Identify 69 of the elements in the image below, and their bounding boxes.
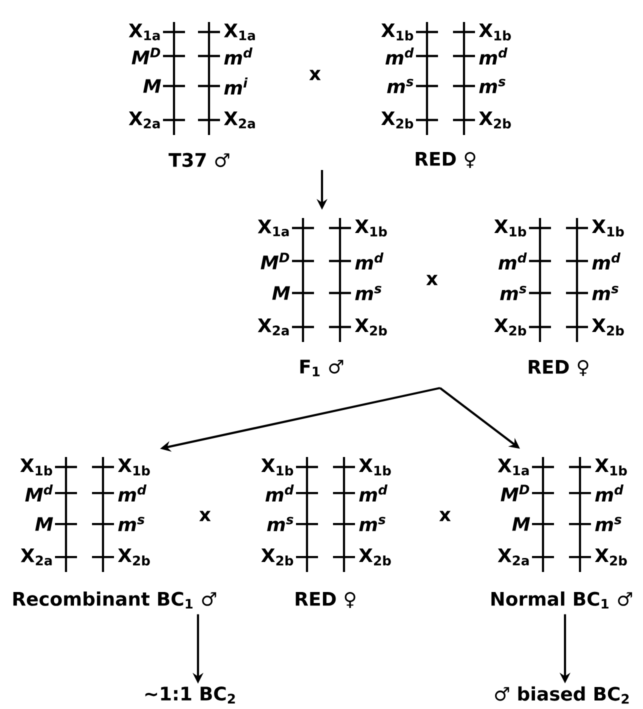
- cross-symbol: x: [439, 510, 451, 522]
- allele-label: m$^{s}$: [479, 78, 506, 94]
- allele-label: X$_{1a}$: [224, 24, 255, 40]
- genotype-caption: RED ♀: [416, 152, 476, 168]
- allele-label: m$^{i}$: [224, 78, 248, 94]
- allele-label: X$_{2a}$: [224, 112, 255, 128]
- allele-label: m$^{s}$: [595, 516, 622, 532]
- genotype-caption: RED ♀: [296, 592, 356, 608]
- allele-label: X$_{2b}$: [381, 111, 414, 129]
- allele-label: m$^{d}$: [592, 252, 621, 270]
- allele-label: X$_{1a}$: [498, 458, 529, 476]
- allele-label: X$_{2a}$: [258, 318, 289, 336]
- allele-label: m$^{d}$: [479, 48, 508, 64]
- cross-symbol: x: [426, 274, 438, 286]
- allele-label: X$_{1b}$: [594, 458, 627, 476]
- allele-label: X$_{1b}$: [381, 23, 414, 41]
- allele-label: X$_{2b}$: [594, 548, 627, 566]
- genotype-caption: F$_{1}$ ♂: [300, 360, 344, 376]
- allele-label: X$_{1a}$: [128, 24, 160, 40]
- genotype-caption: Normal BC$_{1}$ ♂: [491, 591, 632, 609]
- allele-label: X$_{1b}$: [118, 458, 150, 476]
- allele-label: m$^{s}$: [592, 286, 618, 300]
- genotype-caption: Recombinant BC$_{1}$ ♂: [13, 591, 216, 609]
- allele-label: X$_{2b}$: [494, 318, 526, 336]
- allele-label: M$^{D}$: [260, 252, 290, 270]
- allele-label: X$_{1b}$: [592, 219, 624, 237]
- allele-label: X$_{2a}$: [20, 548, 52, 566]
- allele-label: X$_{2b}$: [592, 318, 624, 336]
- allele-label: X$_{2b}$: [478, 111, 511, 129]
- allele-label: m$^{d}$: [355, 252, 384, 270]
- allele-label: X$_{1a}$: [258, 220, 289, 236]
- allele-label: X$_{2a}$: [128, 112, 160, 128]
- allele-label: m$^{d}$: [118, 484, 147, 502]
- allele-label: M: [272, 286, 290, 300]
- allele-label: M$^{D}$: [132, 48, 160, 64]
- allele-label: m$^{d}$: [595, 484, 624, 502]
- cross-symbol: x: [309, 70, 321, 80]
- allele-label: X$_{2b}$: [118, 548, 150, 566]
- allele-label: X$_{1b}$: [358, 458, 391, 476]
- allele-label: M: [143, 79, 162, 93]
- allele-label: m$^{d}$: [498, 252, 527, 270]
- allele-label: M: [35, 517, 54, 531]
- allele-label: X$_{2b}$: [261, 548, 294, 566]
- offspring-label: ♂ biased BC$_{2}$: [495, 686, 629, 704]
- allele-label: m$^{s}$: [267, 516, 294, 532]
- allele-label: X$_{1b}$: [494, 219, 526, 237]
- allele-label: M: [512, 517, 530, 531]
- allele-label: m$^{d}$: [266, 484, 294, 502]
- allele-label: M$^{D}$: [500, 484, 530, 502]
- allele-label: X$_{2b}$: [354, 318, 387, 336]
- allele-label: M$^{d}$: [25, 484, 53, 502]
- allele-label: X$_{1b}$: [261, 458, 294, 476]
- allele-label: X$_{2a}$: [498, 548, 529, 566]
- allele-label: m$^{s}$: [355, 286, 382, 300]
- allele-label: X$_{1b}$: [354, 219, 387, 237]
- allele-label: m$^{s}$: [359, 516, 386, 532]
- cross-symbol: x: [199, 510, 211, 522]
- allele-label: m$^{s}$: [387, 78, 414, 94]
- genotype-caption: RED ♀: [528, 360, 588, 376]
- allele-label: m$^{d}$: [359, 484, 388, 502]
- allele-label: X$_{1b}$: [20, 458, 52, 476]
- allele-label: X$_{1b}$: [478, 23, 511, 41]
- offspring-label: ~1:1 BC$_{2}$: [145, 686, 235, 704]
- allele-label: m$^{d}$: [386, 48, 414, 64]
- allele-label: m$^{d}$: [224, 48, 253, 64]
- allele-label: X$_{2b}$: [358, 548, 391, 566]
- allele-label: m$^{s}$: [500, 286, 526, 300]
- genotype-caption: T37 ♂: [168, 152, 230, 168]
- allele-label: m$^{s}$: [118, 516, 144, 532]
